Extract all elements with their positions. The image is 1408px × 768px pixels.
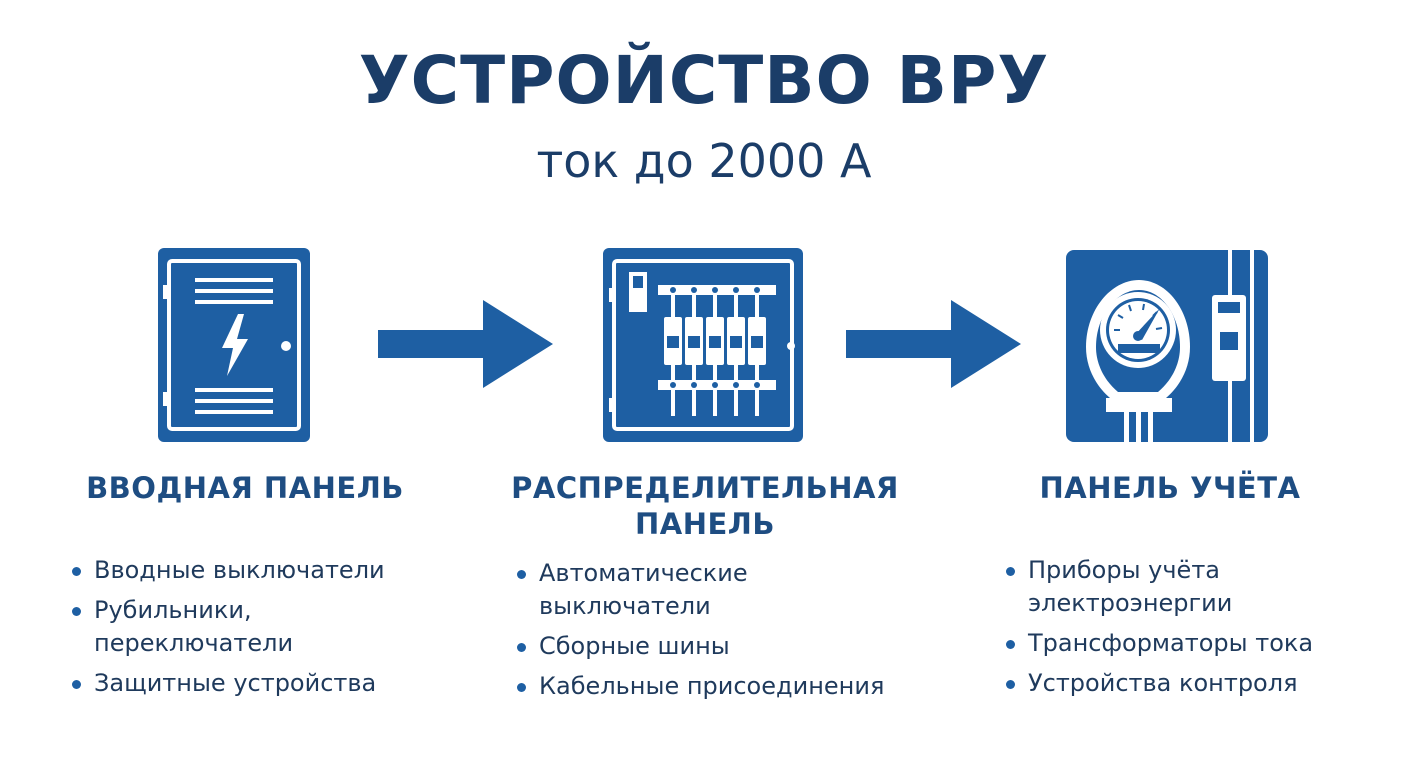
list-item: Кабельные присоединения: [517, 670, 907, 703]
distribution-panel-list: Автоматические выключатели Сборные шины …: [517, 557, 907, 710]
list-item: Вводные выключатели: [72, 554, 412, 587]
metering-panel-list: Приборы учёта электроэнергии Трансформат…: [1006, 554, 1346, 707]
electrical-cabinet-lightning-icon: [158, 248, 310, 442]
arrow-right-icon: [378, 300, 553, 388]
circuit-breaker-panel-icon: [603, 248, 803, 442]
panel-title-input: ВВОДНАЯ ПАНЕЛЬ: [86, 471, 404, 505]
list-item: Сборные шины: [517, 630, 907, 663]
list-item: Защитные устройства: [72, 667, 412, 700]
page-title: УСТРОЙСТВО ВРУ: [358, 42, 1050, 119]
page-subtitle: ток до 2000 А: [536, 134, 872, 188]
list-item: Приборы учёта электроэнергии: [1006, 554, 1268, 620]
arrow-right-icon: [846, 300, 1021, 388]
panel-title-distribution: РАСПРЕДЕЛИТЕЛЬНАЯ ПАНЕЛЬ: [511, 471, 899, 541]
input-panel-list: Вводные выключатели Рубильники, переключ…: [72, 554, 412, 707]
electric-meter-icon: [1066, 250, 1268, 442]
list-item: Устройства контроля: [1006, 667, 1346, 700]
list-item: Автоматические выключатели: [517, 557, 779, 623]
panel-title-metering: ПАНЕЛЬ УЧЁТА: [1039, 471, 1301, 505]
list-item: Рубильники, переключатели: [72, 594, 324, 660]
list-item: Трансформаторы тока: [1006, 627, 1346, 660]
